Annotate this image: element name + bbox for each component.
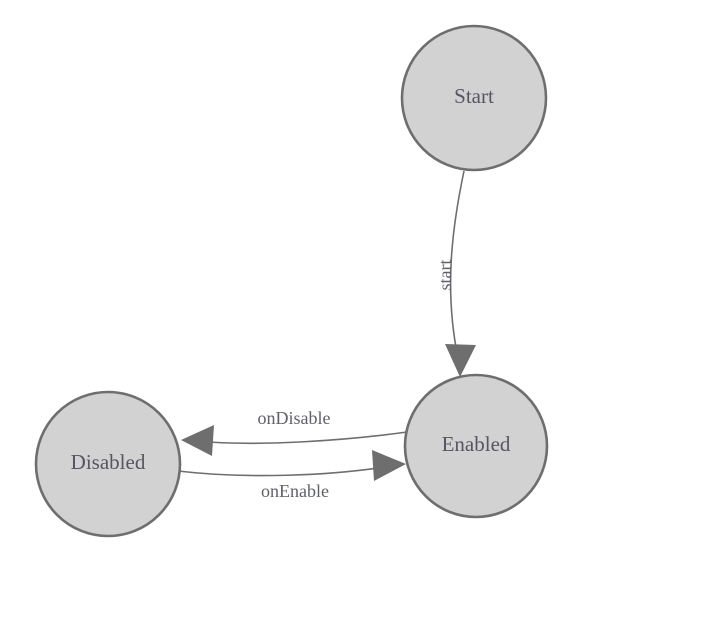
edge-label-onenable: onEnable (261, 481, 329, 501)
state-node-enabled-label: Enabled (442, 432, 511, 456)
state-node-disabled-label: Disabled (71, 450, 146, 474)
edge-label-start: start (435, 260, 455, 291)
edge-disabled-to-enabled-path (177, 465, 392, 477)
state-node-disabled-circle (34, 390, 182, 538)
state-node-enabled-circle (403, 373, 549, 519)
state-node-disabled[interactable]: Disabled (34, 390, 182, 538)
edge-disabled-to-enabled-arrowhead (372, 450, 406, 481)
edge-start-to-enabled-arrowhead (445, 344, 476, 377)
state-node-enabled[interactable]: Enabled (403, 373, 549, 519)
state-node-start-label: Start (454, 84, 494, 108)
edge-start-to-enabled[interactable]: start (435, 170, 476, 377)
state-node-start-circle (400, 24, 548, 172)
edge-enabled-to-disabled[interactable]: onDisable (181, 408, 408, 456)
edge-enabled-to-disabled-arrowhead (181, 425, 214, 456)
edge-enabled-to-disabled-path (195, 431, 408, 445)
edge-disabled-to-enabled[interactable]: onEnable (177, 450, 406, 501)
edge-start-to-enabled-path (449, 170, 465, 359)
state-node-start[interactable]: Start (400, 24, 548, 172)
edge-label-ondisable: onDisable (258, 408, 331, 428)
